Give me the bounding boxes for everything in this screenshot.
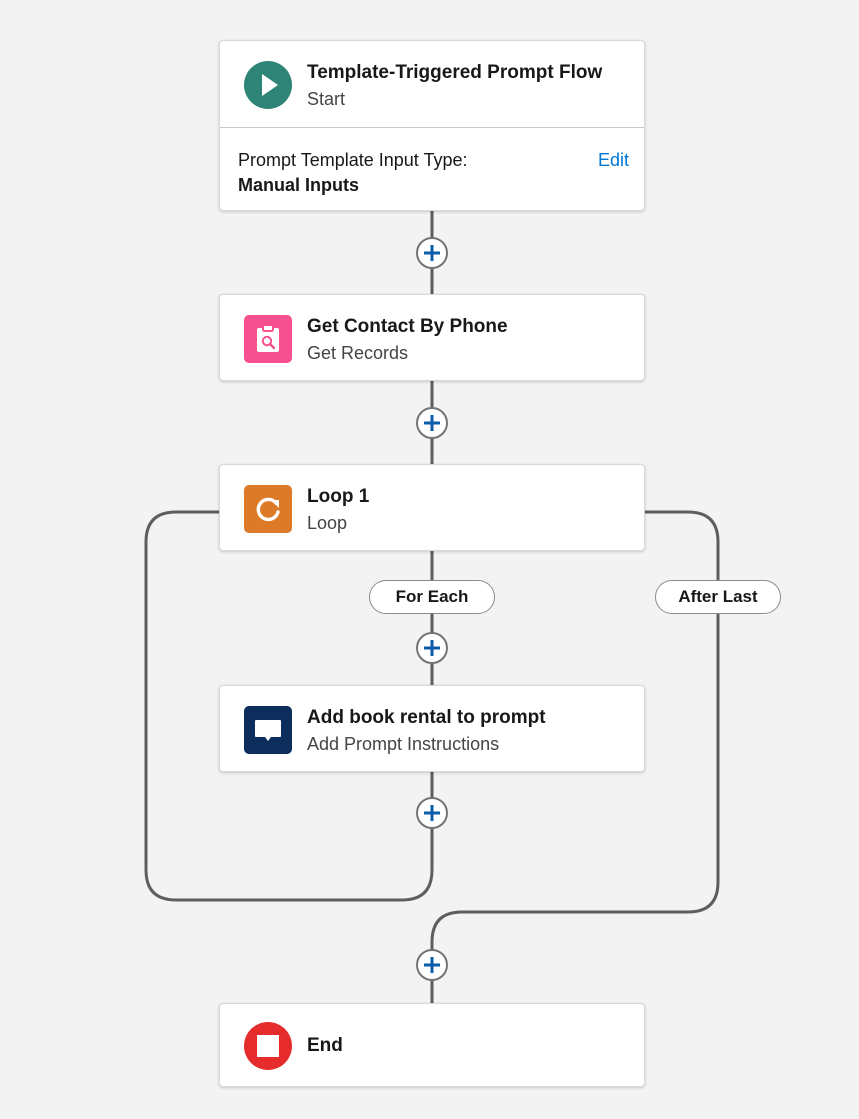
prompt-instructions-node-subtitle: Add Prompt Instructions <box>307 734 500 754</box>
end-node-title: End <box>307 1035 343 1056</box>
add-element-button[interactable] <box>416 407 448 439</box>
start-node-title: Template-Triggered Prompt Flow <box>307 62 603 83</box>
get-records-node-subtitle: Get Records <box>307 343 409 363</box>
add-element-button[interactable] <box>416 237 448 269</box>
plus-icon <box>424 415 440 431</box>
loop-icon <box>244 485 292 533</box>
get-records-node-title: Get Contact By Phone <box>307 316 508 337</box>
edit-link[interactable]: Edit <box>597 150 629 170</box>
plus-icon <box>424 245 440 261</box>
loop-node-title: Loop 1 <box>307 486 370 507</box>
plus-icon <box>424 640 440 656</box>
end-node[interactable]: End <box>219 1003 645 1087</box>
input-type-label: Prompt Template Input Type: <box>238 150 468 170</box>
plus-icon <box>424 805 440 821</box>
plus-icon <box>424 957 440 973</box>
input-type-value: Manual Inputs <box>238 175 359 195</box>
prompt-instructions-node[interactable]: Add book rental to prompt Add Prompt Ins… <box>219 685 645 772</box>
play-icon <box>244 61 292 109</box>
start-node-details: Prompt Template Input Type: Manual Input… <box>220 127 644 210</box>
get-records-node[interactable]: Get Contact By Phone Get Records <box>219 294 645 381</box>
loop-node[interactable]: Loop 1 Loop <box>219 464 645 551</box>
add-element-button[interactable] <box>416 949 448 981</box>
after-last-branch-label: After Last <box>655 580 781 614</box>
loop-node-subtitle: Loop <box>307 513 348 533</box>
clipboard-search-icon <box>244 315 292 363</box>
for-each-branch-label: For Each <box>369 580 495 614</box>
start-node-subtitle: Start <box>307 89 346 109</box>
add-element-button[interactable] <box>416 632 448 664</box>
chat-bubble-icon <box>244 706 292 754</box>
stop-icon <box>244 1022 292 1070</box>
prompt-instructions-node-title: Add book rental to prompt <box>307 707 546 728</box>
add-element-button[interactable] <box>416 797 448 829</box>
start-node[interactable]: Template-Triggered Prompt Flow Start Pro… <box>219 40 645 211</box>
